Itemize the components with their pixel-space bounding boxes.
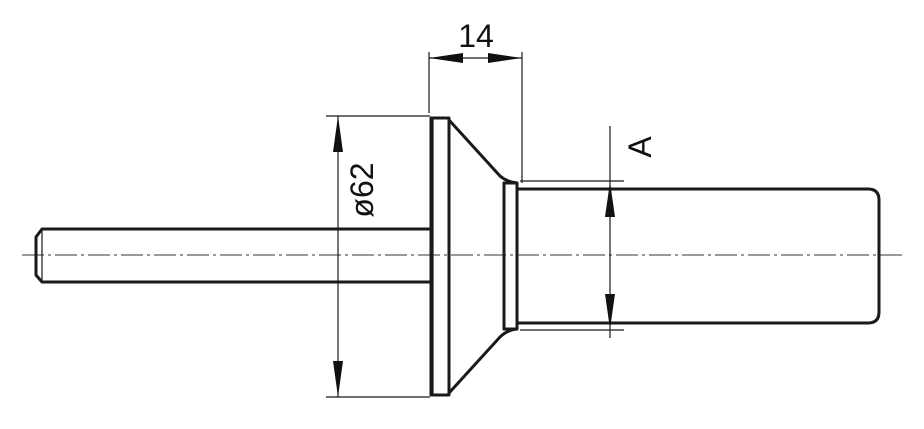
dimension-body-diameter: A bbox=[520, 126, 658, 338]
dimension-arrowhead bbox=[333, 116, 343, 152]
cylinder-body bbox=[515, 187, 881, 325]
dimension-label-body-diameter: A bbox=[622, 136, 658, 158]
neck-ring bbox=[502, 181, 519, 331]
dimension-flange-diameter: ø62 bbox=[326, 115, 430, 398]
conical-transition bbox=[447, 118, 519, 395]
dimension-label-flange-diameter: ø62 bbox=[344, 162, 380, 217]
flange-disc bbox=[429, 116, 451, 397]
dimension-arrowhead bbox=[333, 361, 343, 397]
dimension-arrowhead bbox=[429, 53, 463, 63]
dimension-flange-width: 14 bbox=[428, 18, 523, 183]
dimension-arrowhead bbox=[488, 53, 522, 63]
pin-shaft bbox=[34, 227, 433, 284]
dimension-arrowhead bbox=[605, 294, 615, 329]
dimension-label-flange-width: 14 bbox=[458, 18, 494, 54]
dimension-arrowhead bbox=[605, 182, 615, 217]
